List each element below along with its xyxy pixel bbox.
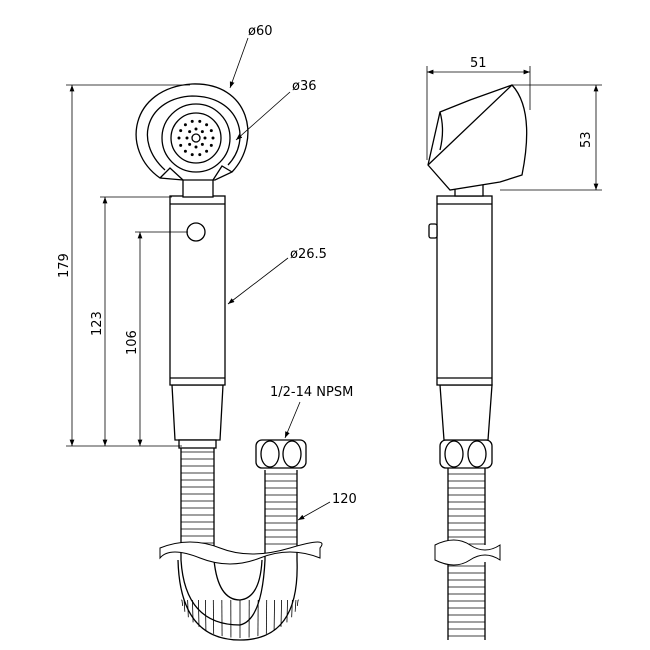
dimensions-front bbox=[66, 37, 331, 521]
spray-hole bbox=[190, 153, 194, 157]
spray-hole bbox=[203, 136, 207, 140]
spray-hole bbox=[183, 123, 187, 127]
spray-hole bbox=[185, 136, 189, 140]
hose-rib bbox=[286, 599, 288, 623]
hose-rib bbox=[198, 599, 200, 627]
label-total-length: 179 bbox=[57, 253, 72, 278]
spray-hole bbox=[183, 149, 187, 153]
spray-hole bbox=[205, 149, 209, 153]
front-view: ø60 ø36 ø26.5 1/2-14 NPSM 120 179 123 10… bbox=[57, 24, 357, 641]
spray-hole bbox=[200, 142, 204, 146]
spray-hole bbox=[205, 123, 209, 127]
label-hose: 120 bbox=[332, 492, 357, 507]
label-handle-length: 123 bbox=[90, 311, 105, 336]
button bbox=[186, 222, 206, 242]
label-head-diameter: ø60 bbox=[248, 24, 273, 39]
spray-holes bbox=[177, 119, 215, 157]
label-button-height: 106 bbox=[125, 330, 140, 355]
label-head-width: 51 bbox=[470, 56, 487, 71]
hose-rib bbox=[181, 599, 184, 606]
label-spray-diameter: ø36 bbox=[292, 79, 317, 94]
spray-hole bbox=[179, 129, 183, 133]
spray-hole bbox=[194, 145, 198, 149]
spray-hole bbox=[209, 129, 213, 133]
spray-hole bbox=[198, 153, 202, 157]
spray-hole bbox=[198, 119, 202, 123]
spray-hole bbox=[209, 143, 213, 147]
spray-hole bbox=[194, 127, 198, 131]
label-thread: 1/2-14 NPSM bbox=[270, 385, 353, 400]
spray-hole bbox=[211, 136, 215, 140]
spray-hole bbox=[188, 142, 192, 146]
shower-head bbox=[135, 83, 249, 181]
label-head-height: 53 bbox=[579, 131, 594, 148]
spray-hole bbox=[177, 136, 181, 140]
spray-hole bbox=[200, 130, 204, 134]
spray-hole bbox=[188, 130, 192, 134]
spray-hole bbox=[179, 143, 183, 147]
dimensions-side bbox=[426, 66, 602, 191]
hose-rib bbox=[296, 599, 299, 606]
side-view: 51 53 bbox=[426, 56, 602, 640]
hose-rib bbox=[294, 599, 297, 612]
break-line bbox=[159, 541, 323, 565]
hose bbox=[177, 445, 299, 641]
spray-hole bbox=[190, 119, 194, 123]
hose-rib bbox=[280, 599, 282, 627]
label-handle-diameter: ø26.5 bbox=[290, 247, 327, 262]
hose-nut bbox=[255, 439, 307, 469]
